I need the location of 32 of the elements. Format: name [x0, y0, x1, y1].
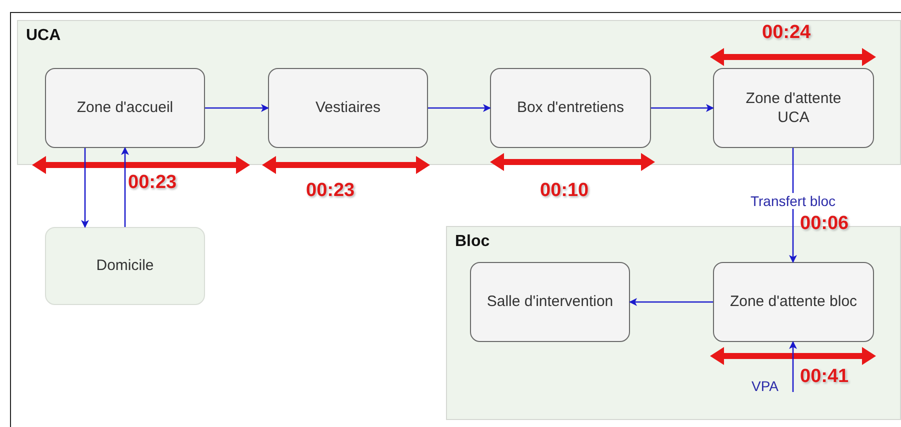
box-label: Zone d'attente UCA [744, 88, 842, 128]
process-box [45, 227, 205, 305]
arrow [428, 104, 491, 112]
box-label: Domicile [95, 256, 155, 276]
group-title: Bloc [455, 233, 490, 251]
duration-label: 00:24 [762, 22, 811, 44]
arrow [121, 147, 129, 227]
arrow [651, 104, 714, 112]
process-box [713, 262, 874, 342]
box-label: Box d'entretiens [516, 98, 626, 118]
box-label: Vestiaires [314, 98, 382, 118]
box-label: Zone d'accueil [76, 98, 174, 118]
process-box [268, 68, 428, 148]
process-box [45, 68, 205, 148]
process-box [490, 68, 651, 148]
process-box [470, 262, 630, 342]
duration-label: 00:10 [540, 180, 589, 202]
edge-label: VPA [750, 378, 780, 394]
group-title: UCA [26, 27, 61, 45]
arrow [629, 298, 713, 306]
duration-label: 00:06 [800, 213, 849, 235]
duration-label: 00:41 [800, 366, 849, 388]
box-label: Salle d'intervention [486, 292, 614, 312]
arrow [789, 341, 797, 392]
group-panel [17, 20, 901, 165]
duration-label: 00:23 [306, 180, 355, 202]
process-box [713, 68, 874, 148]
duration-label: 00:23 [128, 172, 177, 194]
arrow [205, 104, 269, 112]
arrow [81, 148, 89, 228]
box-label: Zone d'attente bloc [728, 292, 858, 312]
edge-label: Transfert bloc [748, 193, 838, 209]
